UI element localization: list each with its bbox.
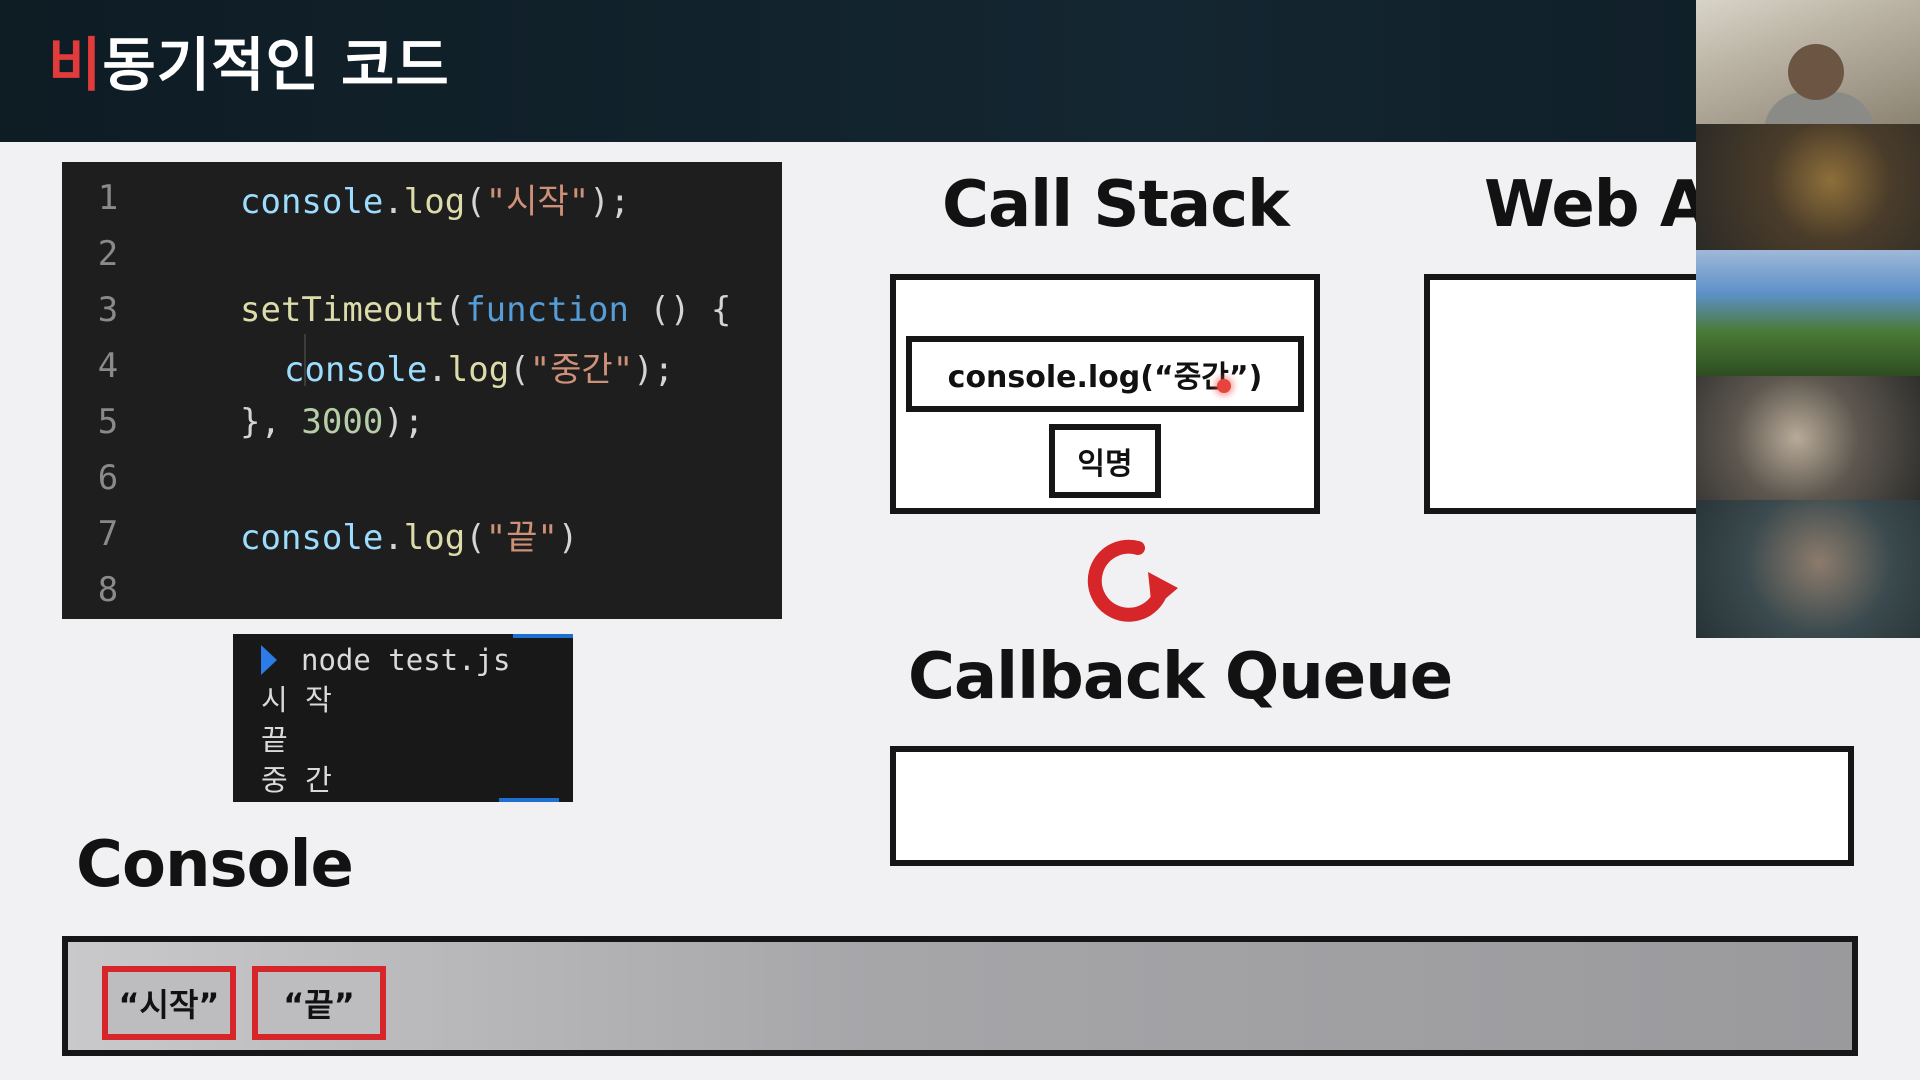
terminal-command-line: node test.js	[261, 640, 573, 680]
webcam-tile	[1696, 250, 1920, 376]
console-title: Console	[76, 828, 353, 902]
terminal-output-line: 시 작	[261, 680, 573, 720]
web-api-box	[1424, 274, 1724, 514]
line-number: 1	[62, 178, 154, 218]
line-number: 3	[62, 290, 154, 330]
code-text: console.log("시작");	[154, 174, 630, 223]
line-number: 2	[62, 234, 154, 274]
code-line-6: 6	[62, 450, 782, 506]
event-loop-arrow-icon	[1076, 532, 1186, 632]
webcam-tile	[1696, 500, 1920, 638]
code-text: setTimeout(function () {	[154, 290, 731, 330]
terminal-output: node test.js 시 작 끝 중 간	[233, 634, 573, 802]
webcam-tile-presenter	[1696, 0, 1920, 124]
code-line-4: 4 console.log("중간");	[62, 338, 782, 394]
terminal-prompt-icon	[261, 645, 277, 675]
terminal-output-line: 중 간	[261, 760, 573, 800]
webcam-tile	[1696, 376, 1920, 500]
terminal-command: node test.js	[301, 640, 511, 680]
line-number: 6	[62, 458, 154, 498]
code-line-5: 5 }, 3000);	[62, 394, 782, 450]
callback-queue-title: Callback Queue	[908, 640, 1452, 714]
call-stack-frame: console.log(“중간”)	[906, 336, 1304, 412]
indent-guide	[304, 334, 306, 386]
presenter-head	[1788, 44, 1844, 100]
code-line-8: 8	[62, 562, 782, 618]
line-number: 4	[62, 346, 154, 386]
slide-title-accent: 비	[48, 31, 102, 99]
console-item: “끝”	[252, 966, 386, 1040]
webcam-tile	[1696, 124, 1920, 250]
code-line-2: 2	[62, 226, 782, 282]
callback-queue-box	[890, 746, 1854, 866]
slide-header: 비동기적인 코드	[0, 0, 1920, 142]
code-editor: 1 console.log("시작"); 2 3 setTimeout(func…	[62, 162, 782, 619]
slide-title: 비동기적인 코드	[48, 24, 450, 106]
slide-title-rest: 동기적인 코드	[102, 31, 449, 99]
call-stack-frame: 익명	[1049, 424, 1161, 498]
code-line-1: 1 console.log("시작");	[62, 170, 782, 226]
web-api-title: Web A	[1484, 168, 1708, 242]
code-line-3: 3 setTimeout(function () {	[62, 282, 782, 338]
webcam-overlay	[1696, 0, 1920, 638]
code-line-7: 7 console.log("끝")	[62, 506, 782, 562]
line-number: 8	[62, 570, 154, 610]
code-text: console.log("중간");	[154, 342, 674, 391]
call-stack-title: Call Stack	[942, 168, 1289, 242]
line-number: 7	[62, 514, 154, 554]
line-number: 5	[62, 402, 154, 442]
code-text: }, 3000);	[154, 402, 424, 442]
terminal-output-line: 끝	[261, 720, 573, 760]
console-item: “시작”	[102, 966, 236, 1040]
console-output-bar: “시작” “끝”	[62, 936, 1858, 1056]
cursor-pointer	[1217, 379, 1231, 393]
code-text: console.log("끝")	[154, 510, 578, 559]
